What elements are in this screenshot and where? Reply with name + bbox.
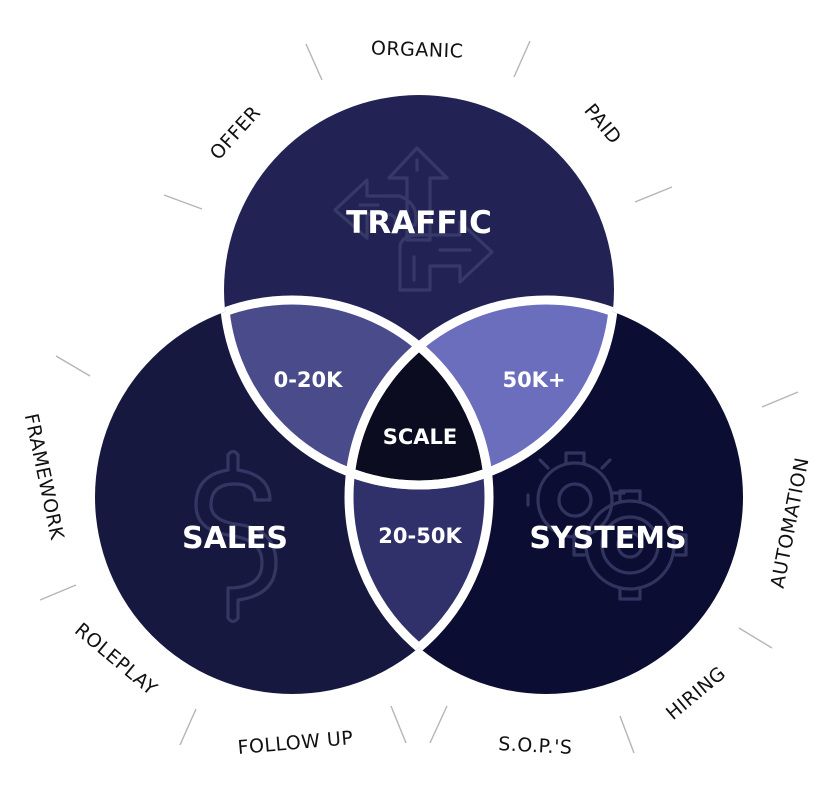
outer-label-automation: AUTOMATION (767, 456, 814, 591)
sales-outline-lower (349, 300, 494, 694)
gears-icon (526, 451, 688, 601)
tick-line (179, 708, 197, 746)
dollar-icon (194, 449, 278, 624)
tick-line (738, 627, 773, 649)
outer-label-offer: OFFER (206, 102, 266, 165)
tick-line (513, 40, 531, 78)
tick-line (634, 186, 673, 203)
tick-line (761, 391, 799, 408)
systems-outline-lower (344, 300, 489, 694)
outer-label-follow-up: FOLLOW UP (237, 727, 355, 759)
twenty-to-50k-label: 20-50K (378, 524, 462, 548)
sales-outline (224, 295, 494, 485)
outer-label-organic: ORGANIC (371, 37, 464, 62)
tick-separators (39, 40, 799, 754)
traffic-outline-right (349, 300, 619, 490)
tick-line (55, 355, 91, 377)
tick-line (429, 705, 448, 744)
outer-label-sops: S.O.P.'S (498, 733, 573, 759)
zero-to-20k-label: 0-20K (274, 368, 344, 392)
scale-region (349, 300, 489, 485)
tick-line (39, 584, 77, 601)
systems-outline (344, 295, 614, 485)
outer-label-paid: PAID (580, 100, 626, 149)
systems-label: SYSTEMS (529, 521, 686, 556)
tick-line (305, 43, 323, 81)
traffic-label: TRAFFIC (346, 205, 492, 241)
sales-label: SALES (182, 521, 288, 556)
tick-line (390, 705, 407, 744)
scale-label: SCALE (383, 425, 458, 449)
fifty-k-plus-label: 50K+ (502, 368, 565, 392)
road-arrows-icon (333, 146, 494, 292)
outer-label-framework: FRAMEWORK (20, 412, 68, 542)
tick-line (163, 194, 203, 210)
outer-label-hiring: HIRING (662, 662, 730, 724)
tick-line (619, 715, 635, 754)
